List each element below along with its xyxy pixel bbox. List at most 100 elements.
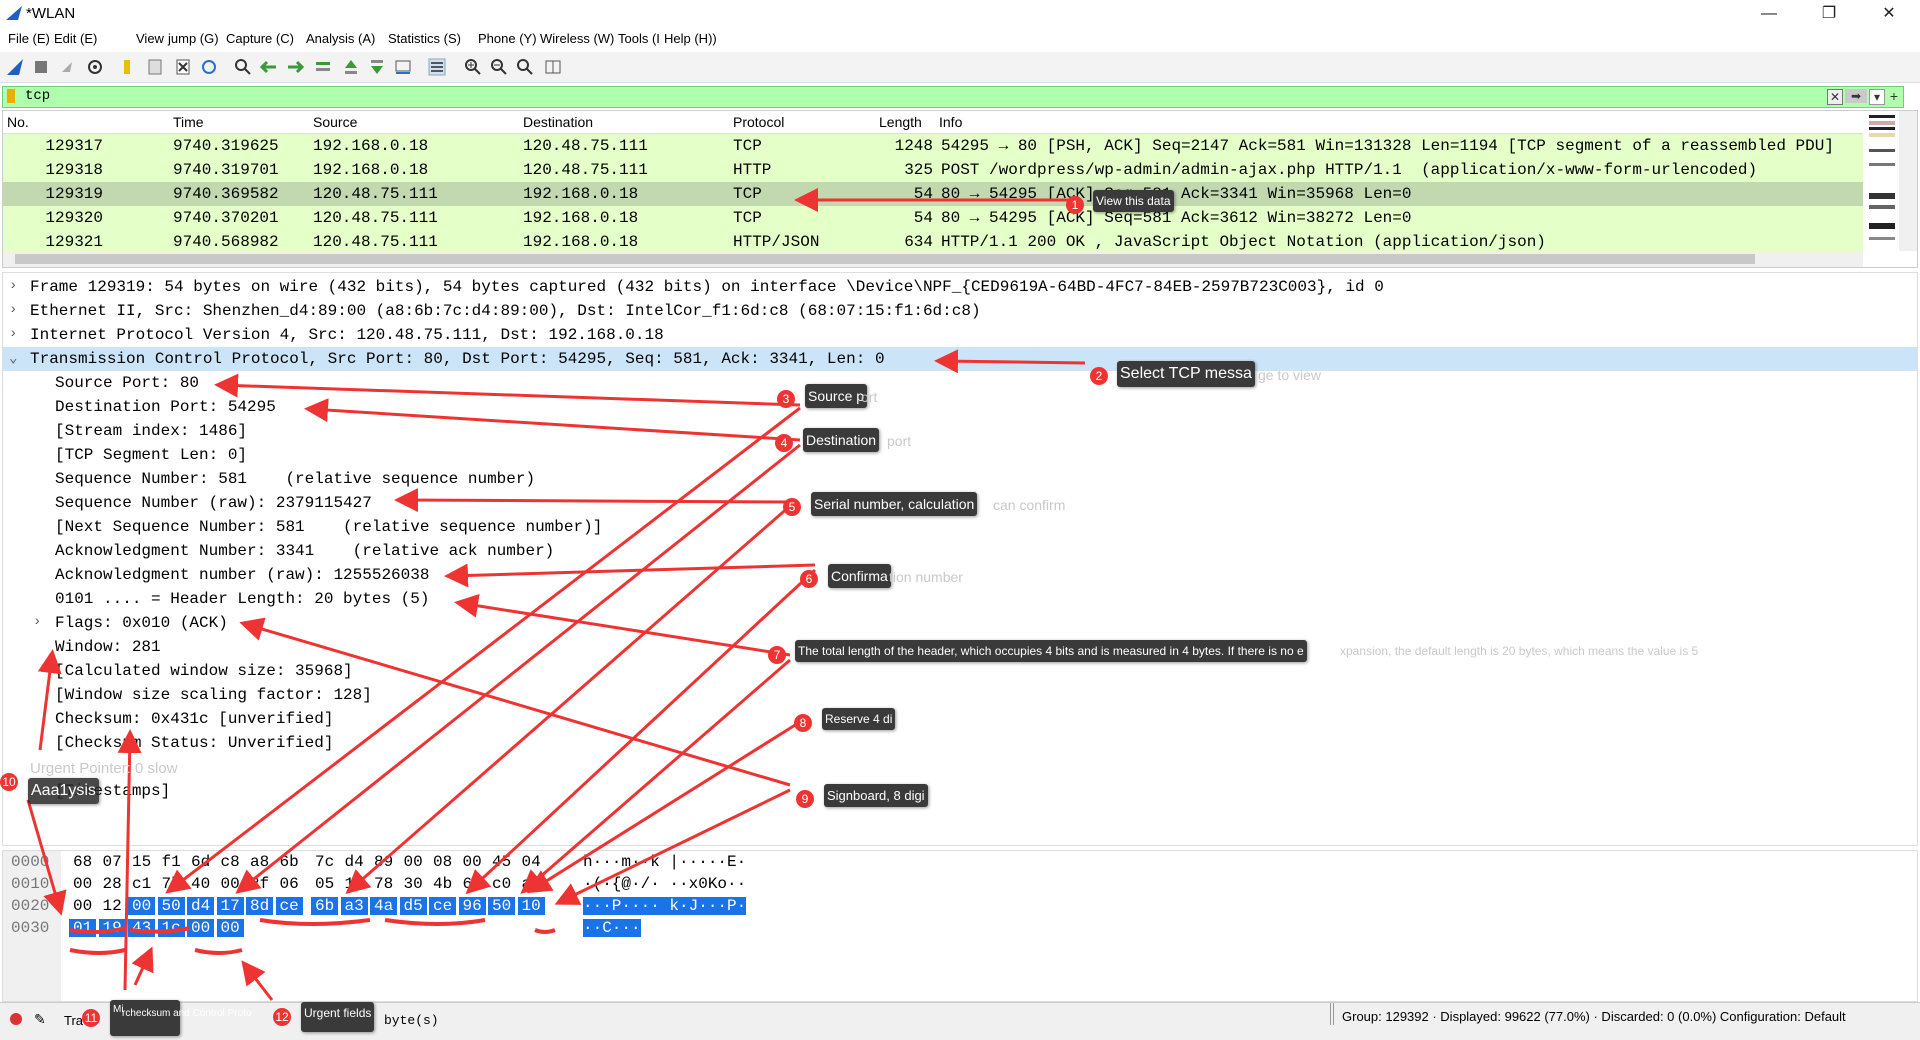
hex-byte[interactable]: 10: [517, 897, 545, 915]
hex-byte[interactable]: 6d: [191, 853, 211, 871]
column-info[interactable]: Info: [939, 114, 963, 130]
go-back-icon[interactable]: [260, 58, 278, 76]
hex-byte[interactable]: 05: [315, 875, 335, 893]
detail-row[interactable]: Acknowledgment Number: 3341 (relative ac…: [3, 539, 1917, 563]
minimize-button[interactable]: —: [1761, 5, 1777, 22]
hex-byte[interactable]: 00: [403, 853, 423, 871]
hex-byte[interactable]: 15: [132, 853, 152, 871]
hex-byte[interactable]: 4a: [370, 897, 398, 915]
add-filter-button[interactable]: +: [1889, 88, 1899, 104]
hex-byte[interactable]: 00: [73, 897, 93, 915]
go-forward-icon[interactable]: [286, 58, 304, 76]
detail-row[interactable]: [Checksum Status: Unverified]: [3, 731, 1917, 755]
hex-byte[interactable]: 28: [102, 875, 122, 893]
save-file-icon[interactable]: [146, 58, 164, 76]
menu-phone[interactable]: Phone (Y): [478, 31, 537, 46]
hex-byte[interactable]: 7b: [161, 875, 181, 893]
hex-byte[interactable]: d4: [187, 897, 215, 915]
hex-byte[interactable]: 68: [73, 853, 93, 871]
hex-byte[interactable]: c0: [492, 875, 512, 893]
hex-byte[interactable]: 17: [216, 897, 244, 915]
reload-icon[interactable]: [200, 58, 218, 76]
detail-row[interactable]: ›Frame 129319: 54 bytes on wire (432 bit…: [3, 275, 1917, 299]
detail-row[interactable]: [TCP Segment Len: 0]: [3, 443, 1917, 467]
menu-statistics[interactable]: Statistics (S): [388, 31, 461, 46]
ascii-dump[interactable]: h···m··k |·····E·: [583, 853, 747, 871]
hex-byte[interactable]: 00: [216, 919, 244, 937]
menu-view[interactable]: View: [136, 31, 164, 46]
capture-status-icon[interactable]: [10, 1013, 22, 1025]
display-filter-input[interactable]: tcp: [25, 88, 51, 104]
detail-row[interactable]: Source Port: 80: [3, 371, 1917, 395]
go-to-packet-icon[interactable]: [314, 58, 332, 76]
detail-row[interactable]: [Window size scaling factor: 128]: [3, 683, 1917, 707]
hex-byte[interactable]: 00: [128, 897, 156, 915]
menu-jump[interactable]: jump (G): [168, 31, 219, 46]
hex-byte[interactable]: 43: [128, 919, 156, 937]
expand-arrow-icon[interactable]: ›: [33, 614, 42, 630]
hex-byte[interactable]: 6f: [462, 875, 482, 893]
display-filter-bar[interactable]: tcp ✕ ➡ ▾ +: [2, 86, 1904, 108]
column-source[interactable]: Source: [313, 114, 358, 130]
hex-byte[interactable]: a8: [521, 875, 541, 893]
hex-byte[interactable]: 17: [344, 875, 364, 893]
packet-minimap[interactable]: [1867, 113, 1897, 251]
hex-byte[interactable]: f1: [161, 853, 181, 871]
hex-byte[interactable]: 4b: [433, 875, 453, 893]
restart-icon[interactable]: [58, 58, 76, 76]
close-button[interactable]: ✕: [1882, 5, 1896, 22]
packet-list-vertical-scrollbar[interactable]: [1899, 111, 1917, 251]
options-gear-icon[interactable]: [86, 58, 104, 76]
colorize-icon[interactable]: [428, 58, 446, 76]
hex-byte[interactable]: d5: [399, 897, 427, 915]
menu-analysis[interactable]: Analysis (A): [306, 31, 376, 46]
zoom-in-icon[interactable]: [464, 58, 482, 76]
normal-size-icon[interactable]: [516, 58, 534, 76]
detail-row[interactable]: ›Flags: 0x010 (ACK): [3, 611, 1917, 635]
hex-byte[interactable]: 00: [187, 919, 215, 937]
hex-byte[interactable]: 2f: [250, 875, 270, 893]
hex-byte[interactable]: 8d: [246, 897, 274, 915]
find-icon[interactable]: [234, 58, 252, 76]
detail-row[interactable]: [3, 755, 1917, 779]
hex-byte[interactable]: d4: [344, 853, 364, 871]
menu-tools[interactable]: Tools (I: [618, 31, 660, 46]
expand-arrow-icon[interactable]: ›: [9, 278, 18, 294]
hex-byte[interactable]: 6b: [311, 897, 339, 915]
hex-byte[interactable]: ce: [275, 897, 303, 915]
column-destination[interactable]: Destination: [523, 114, 594, 130]
collapse-arrow-icon[interactable]: ⌄: [9, 351, 18, 367]
hex-byte[interactable]: 96: [458, 897, 486, 915]
maximize-button[interactable]: ❐: [1821, 5, 1837, 22]
hex-byte[interactable]: 7c: [315, 853, 335, 871]
filter-clear-button[interactable]: ✕: [1827, 89, 1843, 105]
menu-wireless[interactable]: Wireless (W): [540, 31, 615, 46]
filter-bookmark-icon[interactable]: [7, 89, 15, 103]
open-folder-icon[interactable]: [118, 58, 136, 76]
hex-byte[interactable]: 89: [374, 853, 394, 871]
detail-row[interactable]: ›[Timestamps]: [3, 779, 1917, 803]
edit-comment-icon[interactable]: ✎: [34, 1011, 46, 1027]
hex-byte[interactable]: 6b: [279, 853, 299, 871]
filter-apply-button[interactable]: ➡: [1845, 89, 1867, 103]
detail-row[interactable]: ⌄Transmission Control Protocol, Src Port…: [3, 347, 1917, 371]
menu-file[interactable]: File (E): [8, 31, 50, 46]
shark-fin-start-icon[interactable]: [6, 58, 24, 76]
column-length[interactable]: Length: [879, 114, 922, 130]
last-packet-icon[interactable]: [368, 58, 386, 76]
hex-byte[interactable]: 50: [157, 897, 185, 915]
hex-byte[interactable]: c1: [132, 875, 152, 893]
zoom-out-icon[interactable]: [490, 58, 508, 76]
detail-row[interactable]: Window: 281: [3, 635, 1917, 659]
expand-arrow-icon[interactable]: ›: [9, 326, 18, 342]
detail-row[interactable]: [Next Sequence Number: 581 (relative seq…: [3, 515, 1917, 539]
column-time[interactable]: Time: [173, 114, 204, 130]
hex-byte[interactable]: 19: [98, 919, 126, 937]
detail-row[interactable]: [Stream index: 1486]: [3, 419, 1917, 443]
